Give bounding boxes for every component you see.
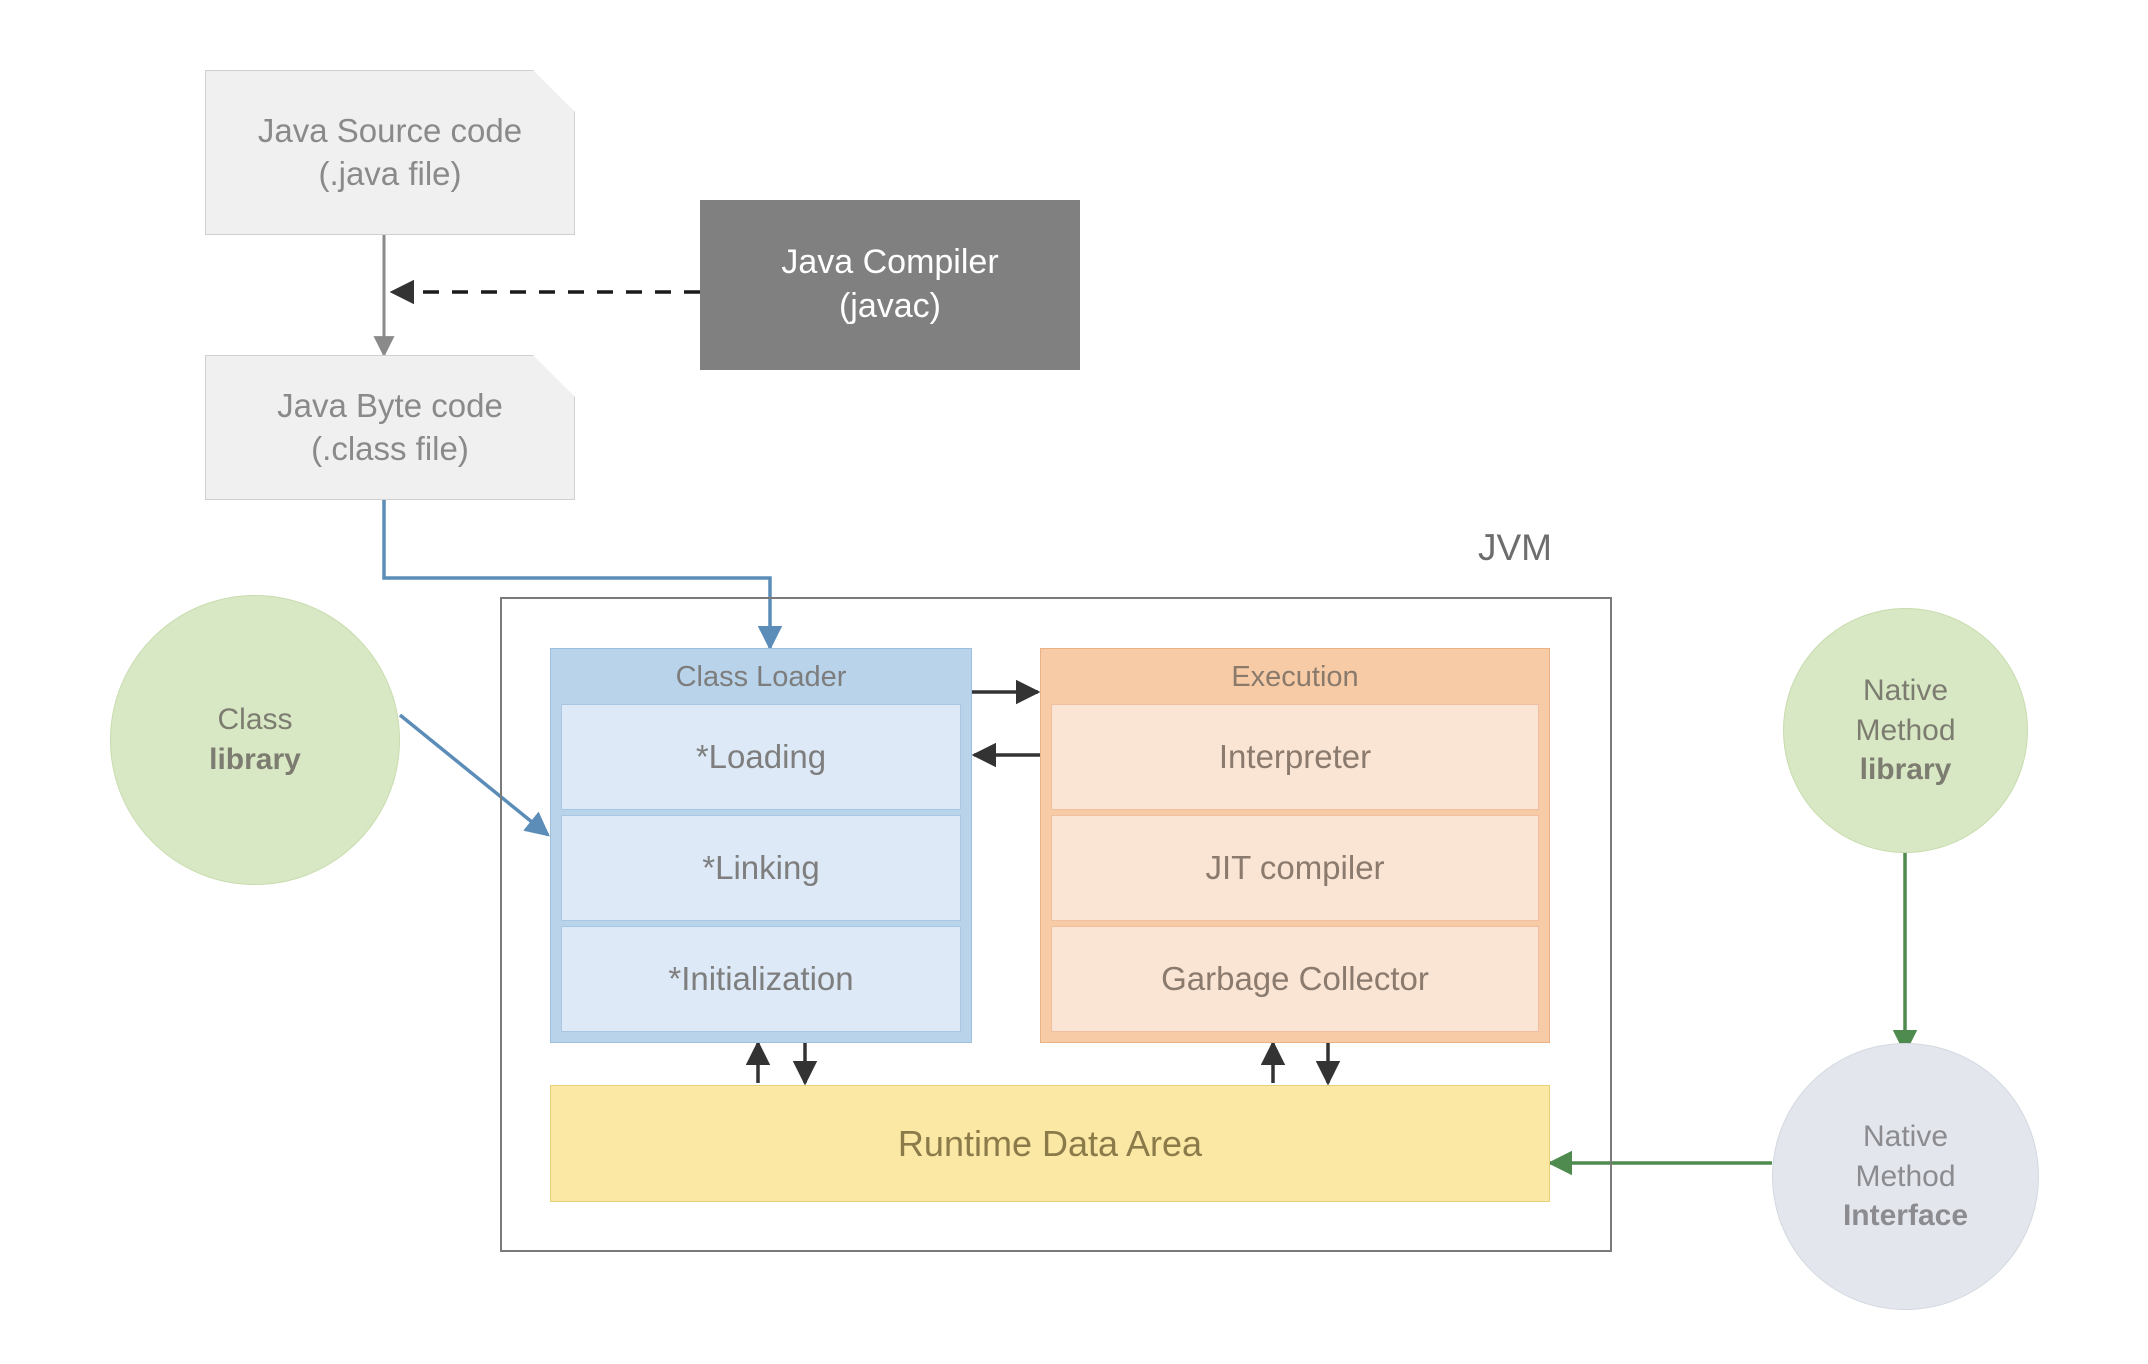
class-library-line1: Class bbox=[217, 703, 293, 737]
class-loader-title: Class Loader bbox=[675, 661, 847, 693]
java-byte-code-line1: Java Byte code bbox=[277, 387, 503, 425]
class-loader-items: *Loading *Linking *Initialization bbox=[551, 704, 971, 1042]
class-loader-item-linking[interactable]: *Linking bbox=[561, 815, 961, 921]
jvm-boundary-box bbox=[500, 597, 1612, 1252]
java-byte-code-line2: (.class file) bbox=[311, 429, 469, 467]
execution-items: Interpreter JIT compiler Garbage Collect… bbox=[1041, 704, 1549, 1042]
execution-item-jit-compiler[interactable]: JIT compiler bbox=[1051, 815, 1539, 921]
class-library-line2: library bbox=[209, 743, 301, 776]
java-source-code-line2: (.java file) bbox=[318, 154, 462, 192]
execution-item-interpreter[interactable]: Interpreter bbox=[1051, 704, 1539, 810]
execution-group[interactable]: Execution Interpreter JIT compiler Garba… bbox=[1040, 648, 1550, 1043]
native-method-library-line2: Method bbox=[1855, 713, 1956, 747]
native-method-interface-line3: Interface bbox=[1842, 1199, 1969, 1233]
native-method-interface-circle[interactable]: Native Method Interface bbox=[1772, 1043, 2039, 1310]
class-loader-group[interactable]: Class Loader *Loading *Linking *Initiali… bbox=[550, 648, 972, 1043]
native-method-library-line3: library bbox=[1859, 753, 1952, 787]
jvm-label: JVM bbox=[1478, 527, 1552, 568]
runtime-data-area-node[interactable]: Runtime Data Area bbox=[550, 1085, 1550, 1202]
java-compiler-node[interactable]: Java Compiler (javac) bbox=[700, 200, 1080, 370]
execution-item-garbage-collector[interactable]: Garbage Collector bbox=[1051, 926, 1539, 1032]
native-method-library-line1: Native bbox=[1862, 674, 1949, 708]
native-method-library-circle[interactable]: Native Method library bbox=[1783, 608, 2028, 853]
java-byte-code-node[interactable]: Java Byte code (.class file) bbox=[205, 355, 575, 500]
class-loader-item-loading[interactable]: *Loading bbox=[561, 704, 961, 810]
native-method-interface-line2: Method bbox=[1855, 1159, 1956, 1193]
java-source-code-node[interactable]: Java Source code (.java file) bbox=[205, 70, 575, 235]
java-source-code-line1: Java Source code bbox=[257, 112, 523, 150]
java-compiler-line1: Java Compiler bbox=[781, 243, 999, 282]
class-library-circle[interactable]: Class library bbox=[110, 595, 400, 885]
class-loader-item-initialization[interactable]: *Initialization bbox=[561, 926, 961, 1032]
java-compiler-line2: (javac) bbox=[838, 287, 942, 325]
execution-title: Execution bbox=[1231, 661, 1359, 693]
native-method-interface-line1: Native bbox=[1862, 1120, 1949, 1154]
